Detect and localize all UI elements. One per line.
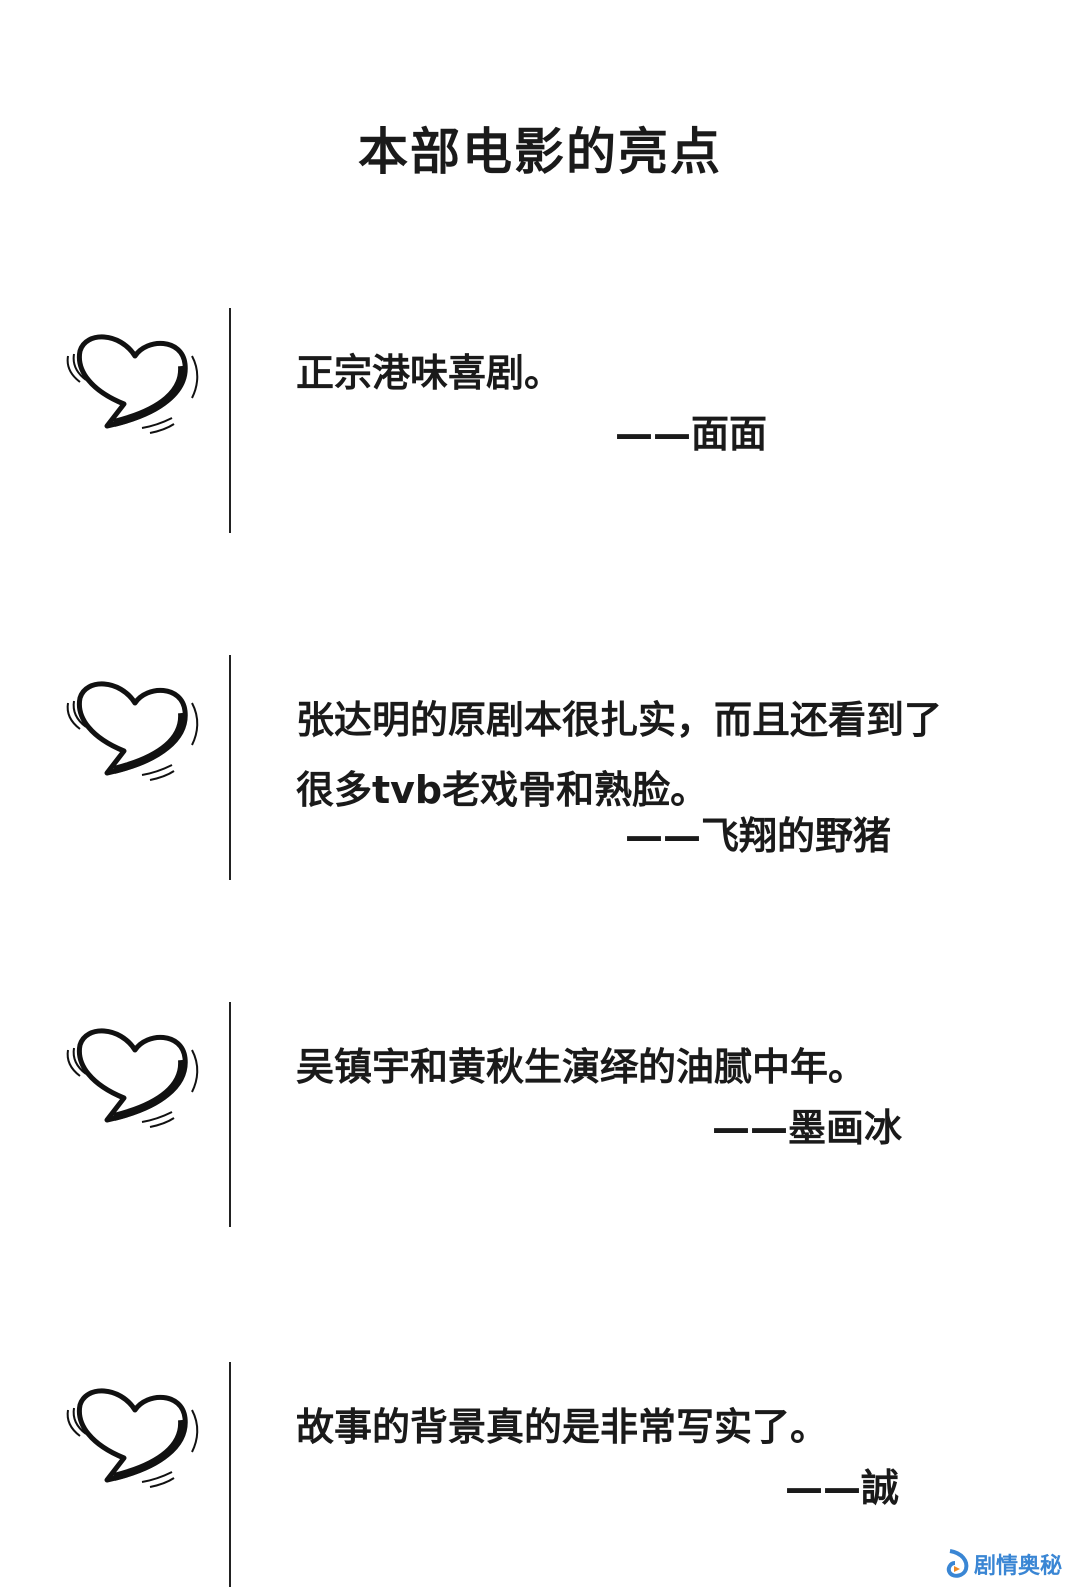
heart-speech-bubble-icon [62,1380,207,1490]
review-quote: 故事的背景真的是非常写实了。 [296,1405,829,1449]
watermark-text: 剧情奥秘 [973,1554,1062,1579]
heart-speech-bubble-icon [62,1020,207,1130]
review-item: 吴镇宇和黄秋生演绎的油腻中年。 ——墨画冰 [0,1002,1080,1227]
review-author: ——飞翔的野猪 [625,814,892,858]
page-title: 本部电影的亮点 [358,123,722,181]
review-item: 故事的背景真的是非常写实了。 ——誠 [0,1362,1080,1587]
review-author: ——墨画冰 [712,1106,903,1150]
divider [229,655,231,880]
divider [229,1362,231,1587]
review-quote: 正宗港味喜剧。 [296,351,563,395]
watermark-logo-icon [946,1549,969,1578]
watermark: 剧情奥秘 [944,1548,1062,1580]
divider [229,308,231,533]
review-quote: 吴镇宇和黄秋生演绎的油腻中年。 [296,1045,867,1089]
divider [229,1002,231,1227]
heart-speech-bubble-icon [62,326,207,436]
review-author: ——誠 [785,1466,900,1510]
review-item: 正宗港味喜剧。 ——面面 [0,308,1080,533]
heart-speech-bubble-icon [62,673,207,783]
review-quote: 张达明的原剧本很扎实，而且还看到了很多tvb老戏骨和熟脸。 [296,698,943,812]
review-item: 张达明的原剧本很扎实，而且还看到了很多tvb老戏骨和熟脸。 ——飞翔的野猪 [0,655,1080,880]
review-author: ——面面 [615,412,768,456]
